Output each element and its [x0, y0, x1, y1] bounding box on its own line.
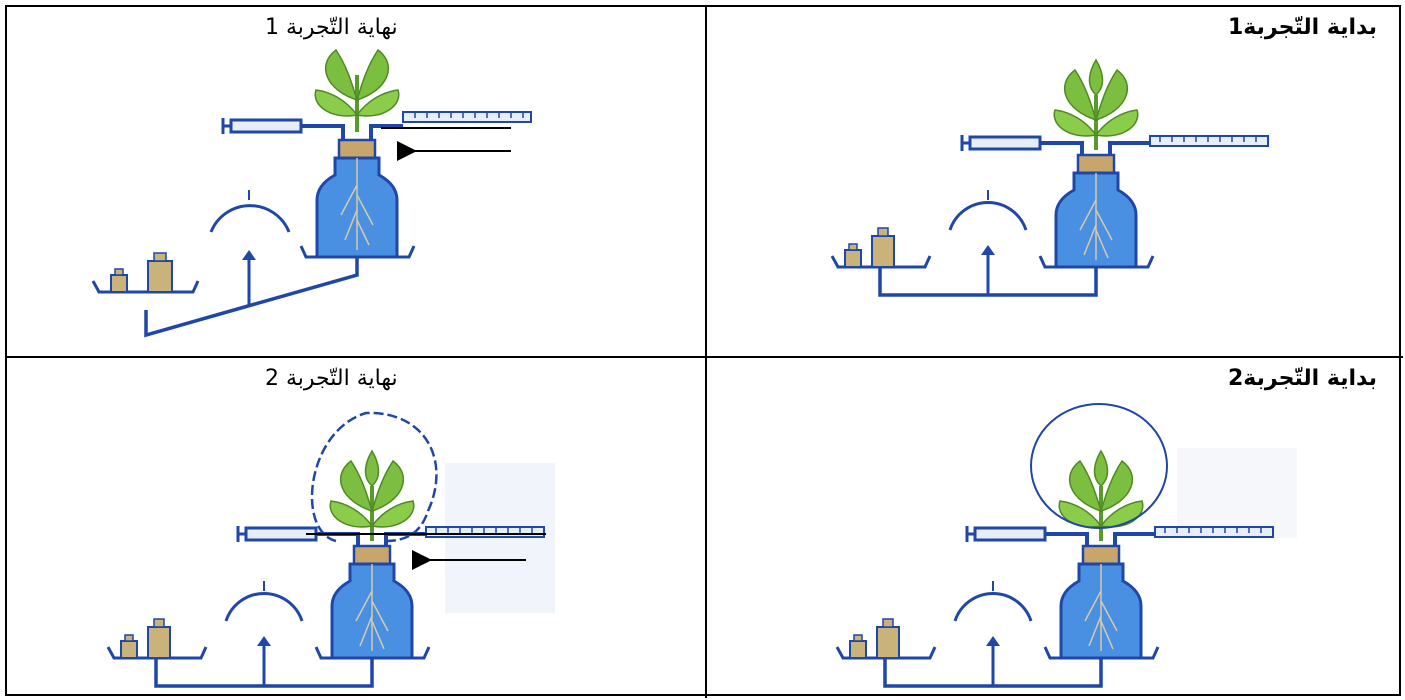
experiment-table: نهاية التّجربة 1: [5, 5, 1403, 698]
cell-label: بداية التّجربة1: [1227, 15, 1377, 40]
cell-end-experiment-1: نهاية التّجربة 1: [7, 7, 707, 358]
bag-icon: [1030, 403, 1168, 529]
cell-end-experiment-2: نهاية التّجربة 2: [7, 358, 707, 698]
cell-start-experiment-2: بداية التّجربة2: [707, 358, 1403, 698]
cell-label: نهاية التّجربة 1: [265, 15, 398, 40]
apparatus-start-2: [835, 403, 1297, 688]
apparatus-start-1: [830, 58, 1270, 297]
apparatus-end-1: [91, 48, 532, 338]
cell-start-experiment-1: بداية التّجربة1: [707, 7, 1403, 358]
bag-icon: [310, 411, 438, 543]
cell-label: نهاية التّجربة 2: [265, 366, 398, 391]
cell-label: بداية التّجربة2: [1227, 366, 1377, 391]
apparatus-end-2: [106, 411, 555, 688]
